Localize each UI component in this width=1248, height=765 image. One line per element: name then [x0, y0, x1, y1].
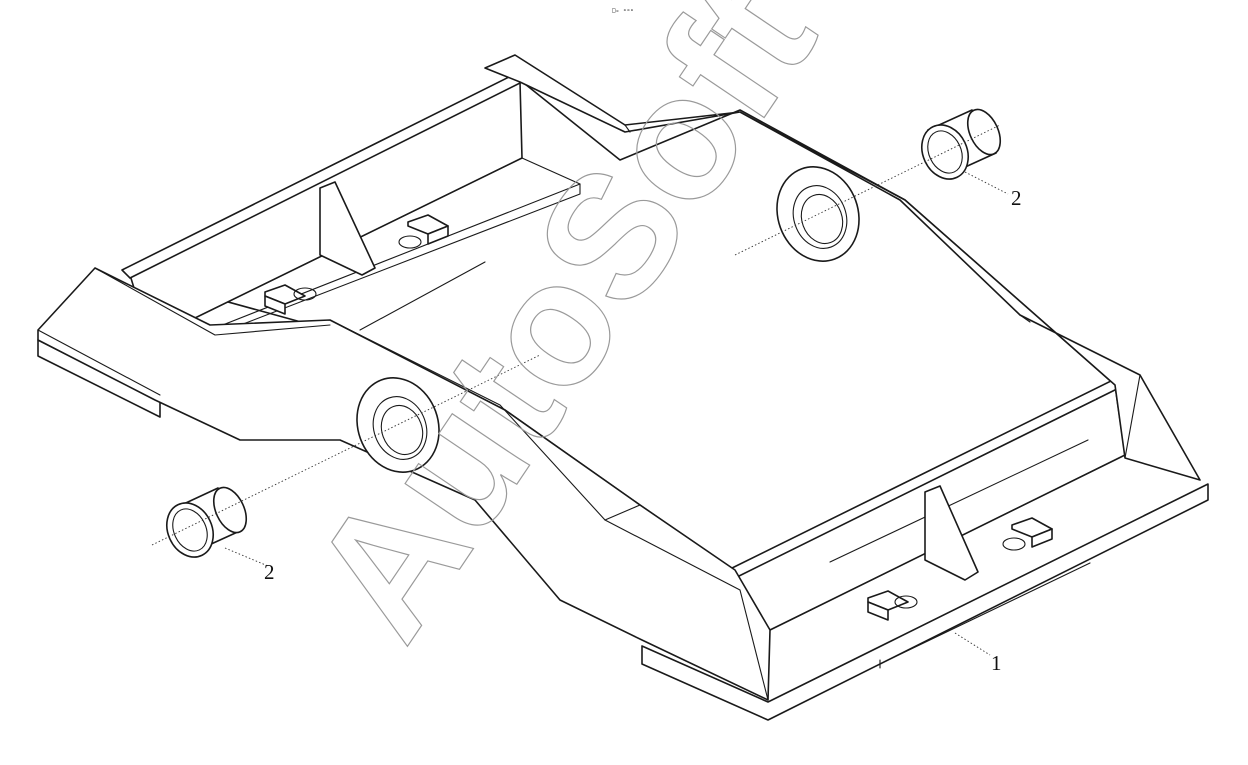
callout-2-right: 2 [1011, 186, 1022, 210]
callout-2-left: 2 [264, 560, 275, 584]
leader-callout-1 [954, 632, 991, 656]
bushing-left [166, 486, 248, 558]
left-bushing-boss [356, 377, 440, 473]
left-axis-line [151, 354, 541, 546]
leader-callout-2-right [964, 171, 1009, 195]
bushing-right [921, 108, 1002, 180]
right-axis-line [734, 124, 1001, 256]
frame-assembly [37, 54, 1209, 721]
leader-callout-2-left [224, 547, 269, 567]
front-right-bottom-plate [641, 483, 1209, 721]
header-code: □ₒ ∘∘∘ [612, 7, 634, 14]
rear-gusset [319, 181, 376, 276]
front-gusset [924, 485, 979, 581]
front-pads [867, 517, 1053, 621]
rear-pads [264, 214, 449, 315]
callout-1: 1 [991, 651, 1002, 675]
